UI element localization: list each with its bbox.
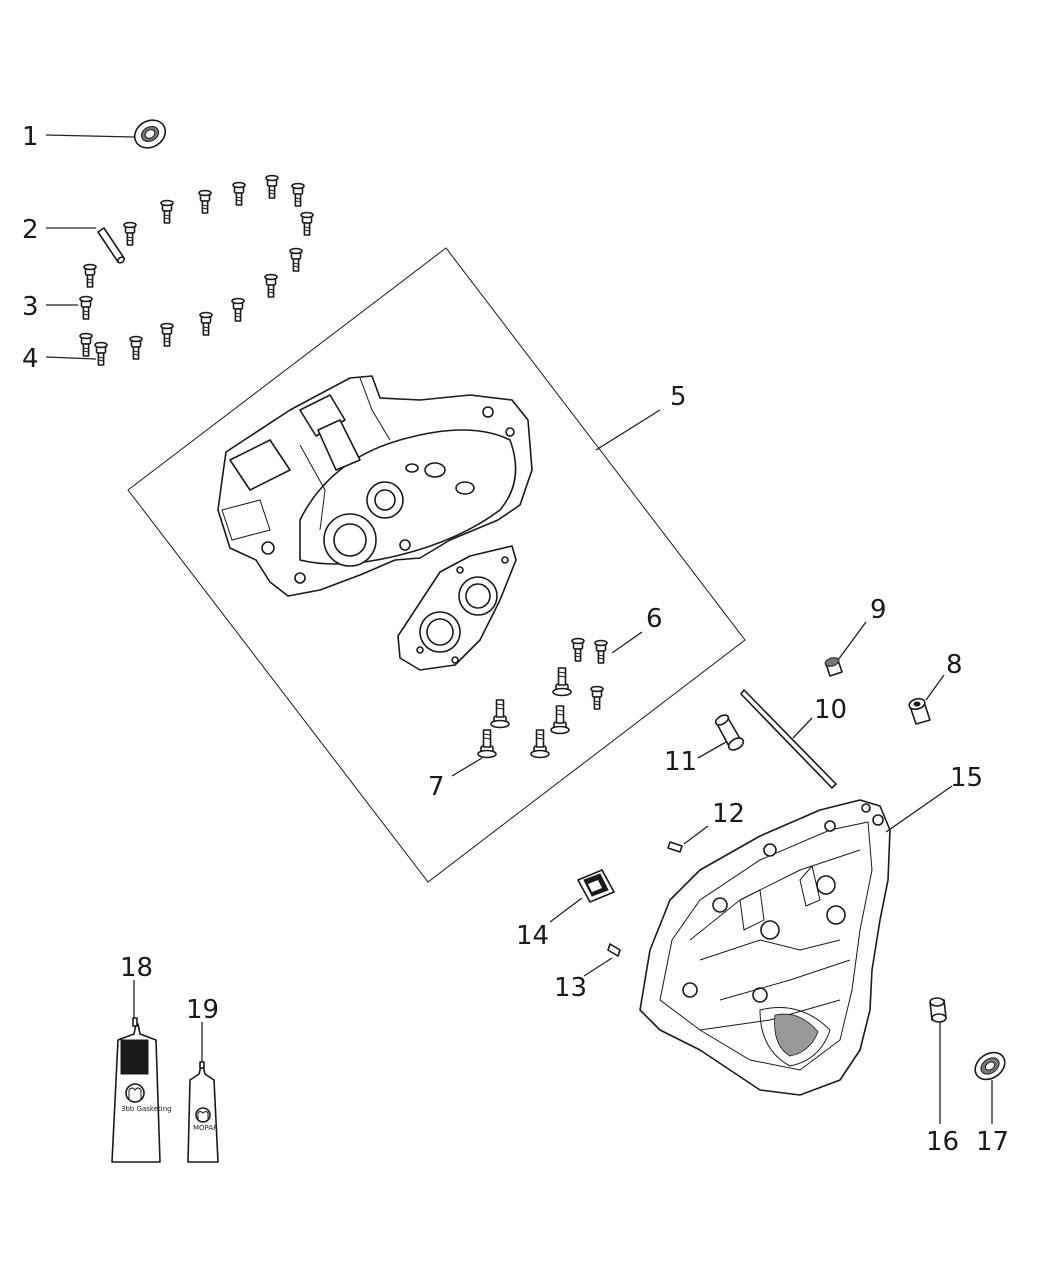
- sealant-tube-18-icon: 3bb Gasketing: [111, 1017, 172, 1163]
- case-bolt-icon: [300, 211, 314, 236]
- case-bolt-icon: [79, 332, 93, 357]
- bolt-group-7: [477, 699, 570, 759]
- case-bolt-ring: [79, 174, 314, 366]
- pin-13-icon: [607, 943, 621, 957]
- bushing-16-icon: [929, 997, 947, 1023]
- bolt-7-icon: [490, 699, 510, 729]
- bushing-8-icon: [908, 697, 931, 725]
- case-bolt-icon: [160, 199, 174, 224]
- callout-11: 11: [664, 747, 697, 777]
- callout-17: 17: [976, 1127, 1009, 1157]
- callout-6: 6: [646, 604, 663, 634]
- dowel-pin-icon: [97, 227, 126, 264]
- case-bolt-icon: [289, 247, 303, 272]
- case-bolt-icon: [291, 182, 305, 207]
- callout-18: 18: [120, 953, 153, 983]
- callout-2: 2: [22, 215, 39, 245]
- seal-1-icon: [133, 119, 167, 149]
- plug-9-icon: [824, 657, 843, 677]
- bolt-7-icon: [530, 729, 550, 759]
- case-bolt-icon: [265, 174, 279, 199]
- case-bolt-icon: [123, 221, 137, 246]
- assembly-5-frame: [127, 247, 746, 883]
- sleeve-11-icon: [714, 714, 745, 751]
- bolt-6-icon: [552, 667, 572, 697]
- case-bolt-icon: [231, 297, 245, 322]
- mopar-logo-icon: [125, 1083, 145, 1103]
- bolt-6-icon: [571, 637, 585, 662]
- callout-1: 1: [22, 122, 39, 152]
- seal-17-icon: [974, 1051, 1006, 1081]
- tube-18-label: 3bb Gasketing: [121, 1105, 172, 1113]
- case-bolt-icon: [160, 322, 174, 347]
- bolt-6-icon: [594, 639, 608, 664]
- bearing-plate-icon: [397, 545, 517, 671]
- pin-12-icon: [667, 841, 683, 853]
- callout-16: 16: [926, 1127, 959, 1157]
- mopar-logo-icon: [195, 1107, 211, 1123]
- case-bolt-icon: [79, 295, 93, 320]
- case-bolt-icon: [83, 263, 97, 288]
- callout-15: 15: [950, 763, 983, 793]
- case-bolt-icon: [198, 189, 212, 214]
- bolt-7-icon: [477, 729, 497, 759]
- transmission-case-icon: [639, 799, 891, 1096]
- callout-5: 5: [670, 382, 687, 412]
- callout-13: 13: [554, 973, 587, 1003]
- magnet-14-icon: [577, 869, 615, 903]
- callout-19: 19: [186, 995, 219, 1025]
- tube-19-label: MOPAR: [193, 1124, 218, 1132]
- callout-12: 12: [712, 799, 745, 829]
- callout-7: 7: [428, 772, 445, 802]
- case-bolt-icon: [264, 273, 278, 298]
- case-bolt-icon: [199, 311, 213, 336]
- bolt-7-icon: [550, 705, 570, 735]
- callout-14: 14: [516, 921, 549, 951]
- callout-4: 4: [22, 344, 39, 374]
- case-bolt-icon: [129, 335, 143, 360]
- case-bolt-icon: [232, 181, 246, 206]
- sealant-tube-19-icon: MOPAR: [187, 1061, 219, 1163]
- callout-8: 8: [946, 650, 963, 680]
- bolt-group-6: [552, 637, 608, 710]
- shift-rod-10-icon: [740, 689, 837, 789]
- clutch-housing-icon: [217, 375, 533, 597]
- callout-3: 3: [22, 292, 39, 322]
- callout-10: 10: [814, 695, 847, 725]
- case-bolt-icon: [94, 341, 108, 366]
- bolt-6-icon: [590, 685, 604, 710]
- callout-9: 9: [870, 595, 887, 625]
